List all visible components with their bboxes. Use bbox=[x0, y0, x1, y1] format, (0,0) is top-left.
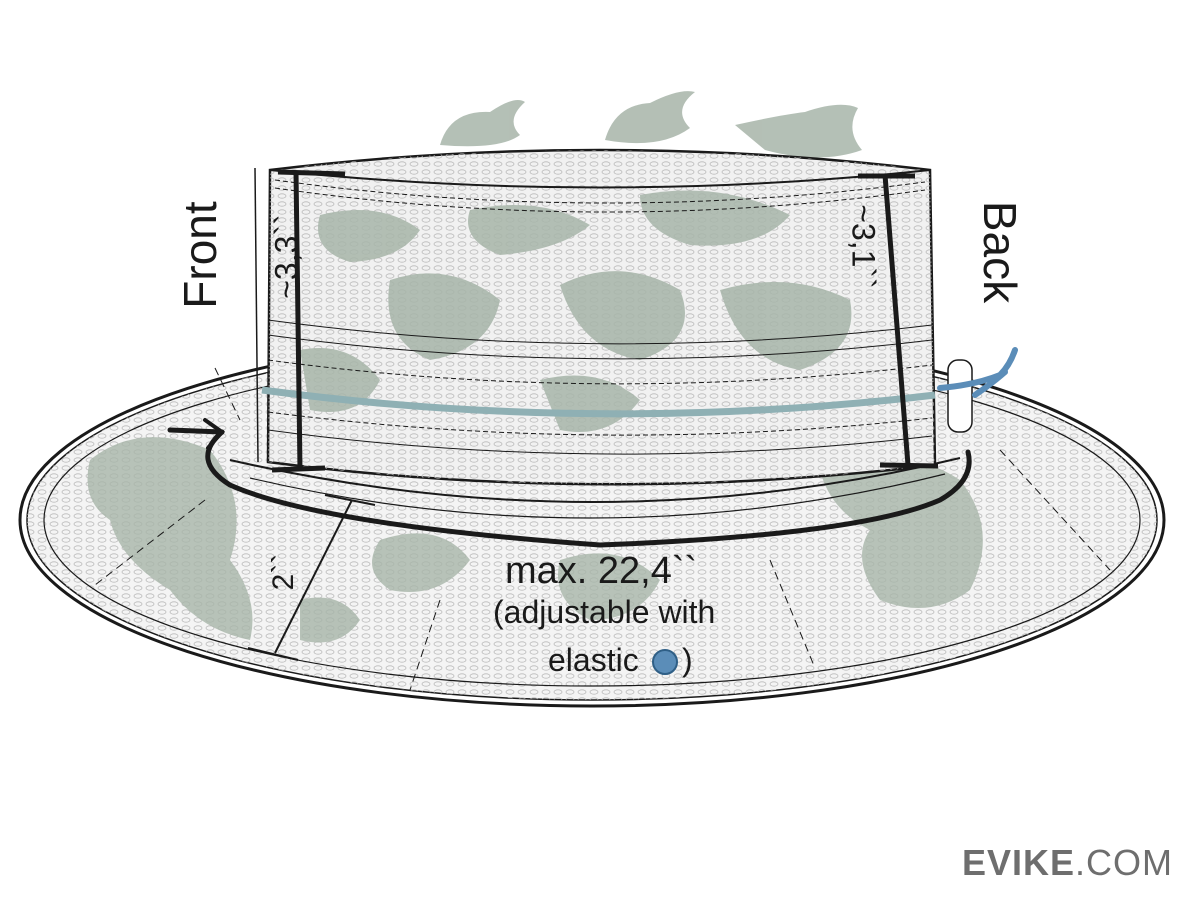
circumference-label: max. 22,4`` bbox=[505, 550, 698, 592]
adjustable-note-close: ) bbox=[682, 642, 693, 678]
cord-toggle bbox=[937, 347, 1018, 433]
back-label: Back bbox=[974, 200, 1026, 304]
adjustable-note-line1: (adjustable with bbox=[493, 594, 716, 630]
camo-top-shapes bbox=[440, 91, 862, 158]
front-height-label: ~3,3`` bbox=[268, 214, 305, 299]
front-height-measure bbox=[271, 169, 346, 473]
brim-width-label: 2`` bbox=[267, 553, 300, 591]
hat-crown bbox=[254, 148, 937, 486]
brand-bold: EVIKE bbox=[962, 842, 1076, 883]
front-label: Front bbox=[174, 201, 226, 309]
back-height-measure bbox=[858, 173, 939, 469]
back-height-label: ~3,1`` bbox=[845, 204, 882, 289]
adjustable-note-line2: elastic bbox=[548, 642, 639, 678]
elastic-dot-icon bbox=[652, 649, 678, 675]
brim-width-measure bbox=[247, 494, 376, 661]
brand-watermark: EVIKE.COM bbox=[962, 842, 1173, 884]
brand-suffix: .COM bbox=[1075, 842, 1174, 883]
circumference-arrow bbox=[167, 418, 972, 548]
